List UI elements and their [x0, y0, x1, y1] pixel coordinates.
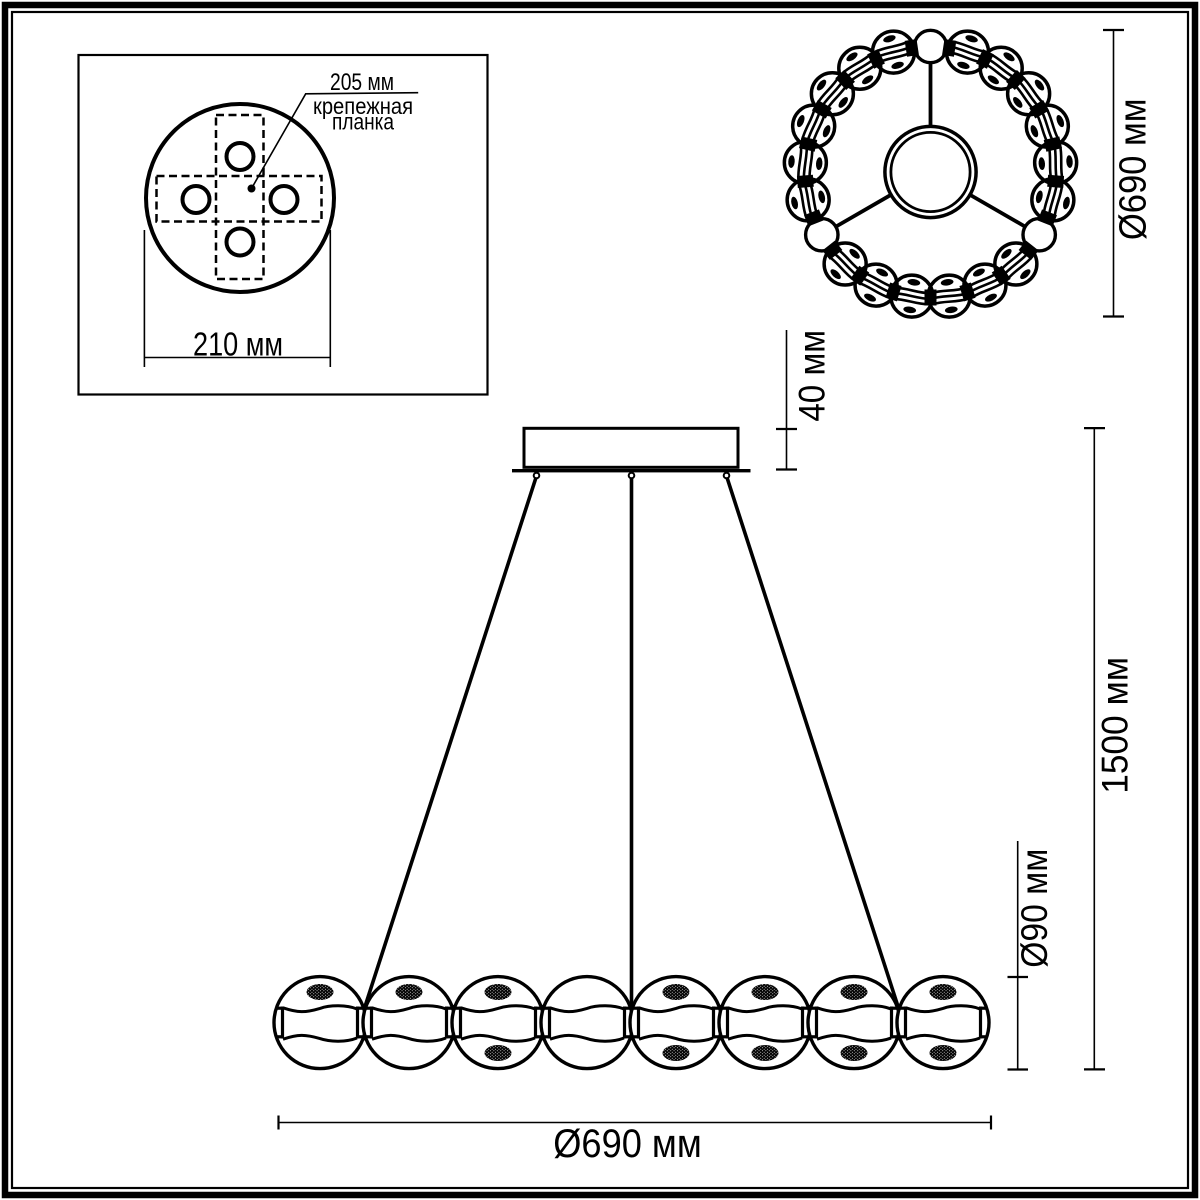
svg-text:крепежная: крепежная — [313, 93, 413, 119]
svg-text:205 мм: 205 мм — [330, 69, 394, 96]
svg-text:210 мм: 210 мм — [193, 326, 283, 363]
svg-text:40 мм: 40 мм — [791, 330, 833, 422]
svg-text:планка: планка — [332, 109, 394, 135]
svg-text:Ø90 мм: Ø90 мм — [1014, 849, 1055, 968]
svg-text:Ø690 мм: Ø690 мм — [1113, 98, 1155, 240]
svg-text:1500 мм: 1500 мм — [1095, 657, 1136, 794]
svg-text:Ø690 мм: Ø690 мм — [553, 1122, 702, 1166]
